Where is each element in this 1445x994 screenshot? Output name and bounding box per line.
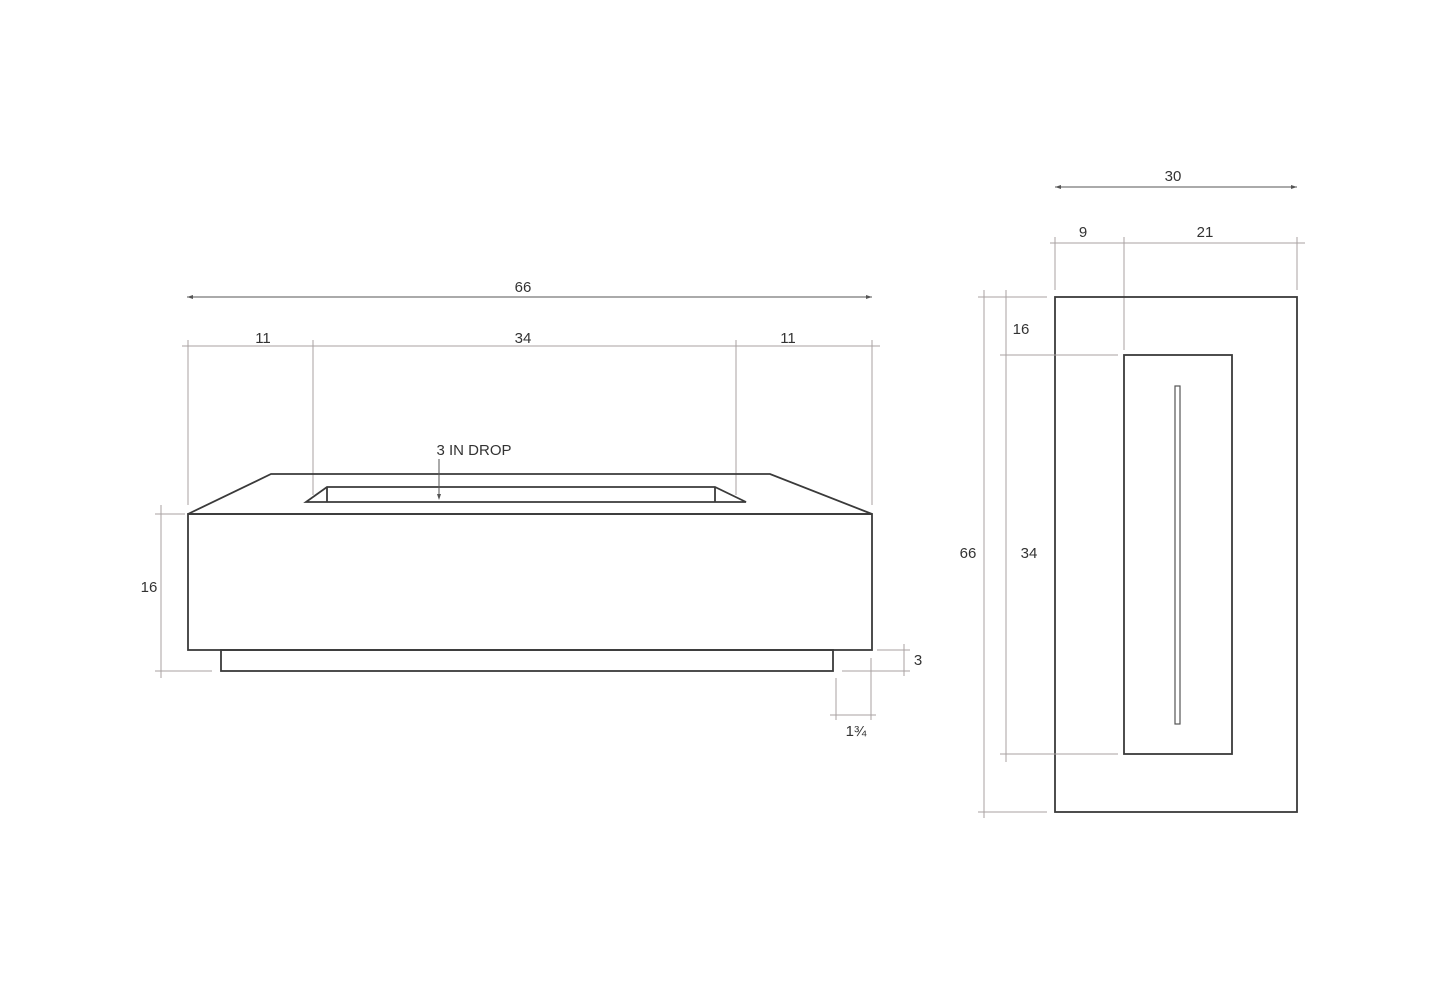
top-right-segment-label: 21 [1197, 224, 1214, 241]
front-left-segment-label: 11 [255, 330, 271, 347]
front-height-label: 16 [141, 579, 158, 596]
top-overall-width-label: 30 [1165, 168, 1182, 185]
front-view: 66 11 34 11 3 IN DROP 16 3 [141, 279, 923, 740]
top-left-offset-label: 9 [1079, 224, 1087, 241]
front-middle-segment-label: 34 [515, 330, 532, 347]
front-right-segment-label: 11 [780, 330, 796, 347]
top-offset-label: 16 [1013, 321, 1030, 338]
top-overall-length-label: 66 [960, 545, 977, 562]
drop-label: 3 IN DROP [436, 442, 511, 459]
front-overall-width-label: 66 [515, 279, 532, 296]
base-height-label: 3 [914, 652, 922, 669]
burner-length-label: 34 [1021, 545, 1038, 562]
top-view: 30 9 21 66 16 34 [960, 168, 1305, 818]
base-inset-label: 1¾ [846, 723, 867, 740]
